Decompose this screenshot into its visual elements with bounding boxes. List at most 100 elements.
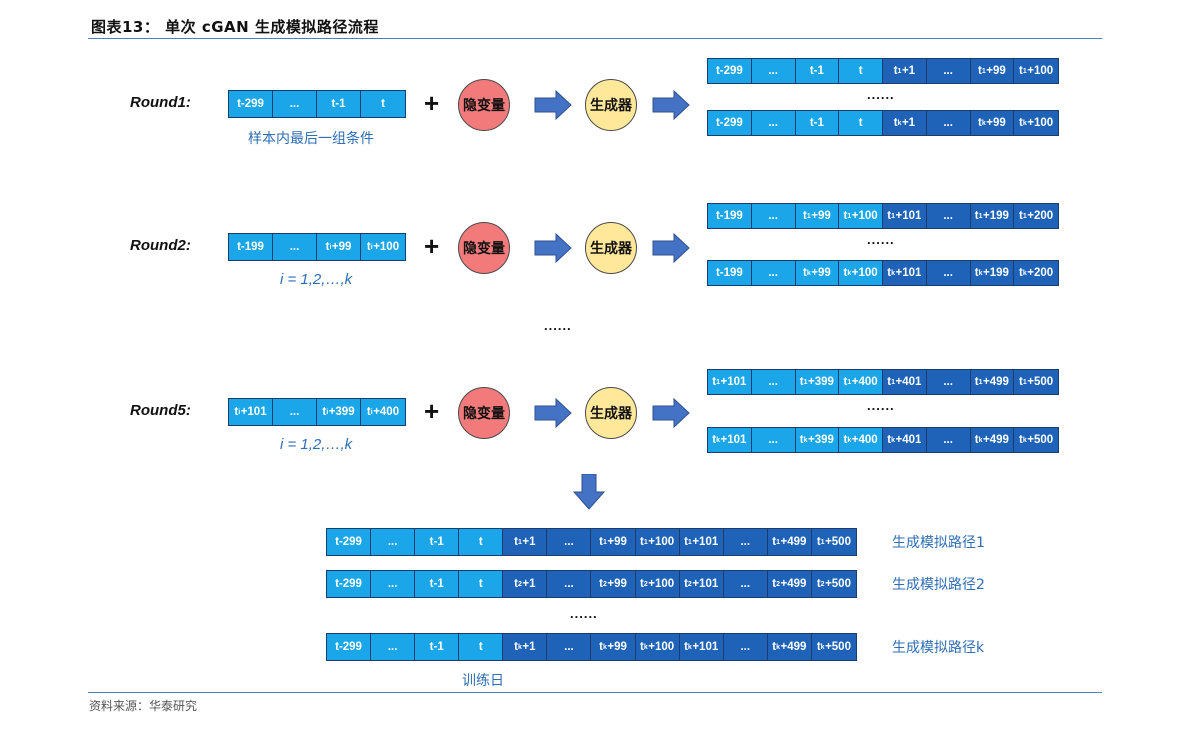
cell-offset: +199 (983, 267, 1009, 279)
cell-offset: +200 (1027, 267, 1054, 279)
cell-superscript: k (1022, 436, 1027, 444)
latent-variable-node: 隐变量 (458, 387, 510, 439)
cell-base: t (809, 65, 814, 77)
cell-superscript: 1 (847, 378, 852, 386)
cell-superscript: k (806, 269, 811, 277)
cell-base: t (809, 117, 814, 129)
cell-offset: -1 (433, 641, 444, 653)
cell-offset: +100 (648, 536, 675, 548)
cell-base: ... (289, 406, 300, 418)
cell-base: t (478, 536, 483, 548)
cell-superscript: 2 (518, 580, 522, 588)
cell-base: t (325, 241, 330, 253)
cell-base: t (799, 376, 804, 388)
cell-offset: +199 (983, 210, 1009, 222)
cell-superscript: i (329, 243, 332, 251)
right-arrow-icon (534, 398, 572, 428)
cell-base: ... (740, 536, 751, 548)
cell-offset: +101 (692, 578, 719, 590)
cell-base: t (974, 267, 979, 279)
bottom-rule (88, 692, 1102, 693)
right-arrow-icon (534, 233, 572, 263)
sequence-cell: t-299 (327, 529, 372, 555)
cell-base: t (843, 210, 848, 222)
cell-offset: +100 (648, 641, 675, 653)
cell-offset: +99 (607, 536, 627, 548)
cell-offset: -299 (719, 65, 743, 77)
condition-caption: i = 1,2,…,k (280, 271, 353, 288)
cell-superscript: i (238, 408, 241, 416)
cell-base: t (843, 434, 848, 446)
cell-offset: -1 (433, 578, 444, 590)
sequence-cell: t-299 (229, 91, 273, 117)
sequence-cell: ... (926, 59, 971, 83)
cell-offset: -299 (338, 641, 362, 653)
cell-base: t (429, 641, 434, 653)
cell-superscript: 1 (1022, 67, 1027, 75)
cell-base: t (640, 578, 644, 590)
cell-base: t (478, 578, 483, 590)
cell-offset: +399 (328, 406, 355, 418)
cell-offset: +499 (780, 578, 807, 590)
cell-offset: +101 (692, 641, 719, 653)
generator-node: 生成器 (585, 387, 637, 439)
cell-base: ... (387, 641, 398, 653)
latent-variable-node: 隐变量 (458, 222, 510, 274)
cell-base: t (887, 376, 892, 388)
cell-superscript: 1 (820, 538, 825, 546)
cell-offset: +1 (522, 536, 536, 548)
cell-superscript: k (687, 643, 692, 651)
cell-superscript: 1 (643, 538, 648, 546)
right-arrow-icon (652, 233, 690, 263)
cell-superscript: 1 (1022, 212, 1027, 220)
cell-superscript: k (518, 643, 522, 651)
cell-superscript: 1 (518, 538, 522, 546)
cell-offset: -1 (813, 117, 824, 129)
cell-base: ... (387, 536, 398, 548)
cell-offset: +499 (780, 641, 807, 653)
sequence-cell: ... (371, 634, 416, 660)
cell-superscript: 2 (602, 580, 607, 588)
cell-base: t (684, 578, 688, 590)
cell-base: t (715, 117, 720, 129)
sequence-cell: ... (273, 234, 317, 260)
cell-offset: -1 (813, 65, 824, 77)
output-ellipsis: ...... (867, 87, 895, 102)
simulated-path-label: 生成模拟路径2 (892, 577, 985, 593)
round-label: Round2: (130, 237, 191, 254)
cell-base: t (715, 210, 720, 222)
sequence-cell: t-1 (415, 571, 460, 597)
sequence-cell: ... (371, 529, 416, 555)
sequence-cell: ... (926, 370, 971, 394)
sequence-cell: t-199 (708, 261, 752, 285)
cell-offset: +1 (522, 578, 536, 590)
cell-superscript: k (891, 436, 896, 444)
cell-offset: +100 (1027, 65, 1054, 77)
right-arrow-icon (652, 90, 690, 120)
sequence-cell: ... (273, 399, 317, 425)
cell-superscript: 1 (891, 212, 896, 220)
cell-offset: -299 (338, 536, 362, 548)
cell-base: t (599, 641, 603, 653)
cell-offset: +101 (895, 210, 922, 222)
cell-offset: +101 (692, 536, 719, 548)
cell-offset: -199 (719, 267, 743, 279)
cell-offset: +500 (1027, 376, 1054, 388)
cell-base: t (684, 641, 688, 653)
